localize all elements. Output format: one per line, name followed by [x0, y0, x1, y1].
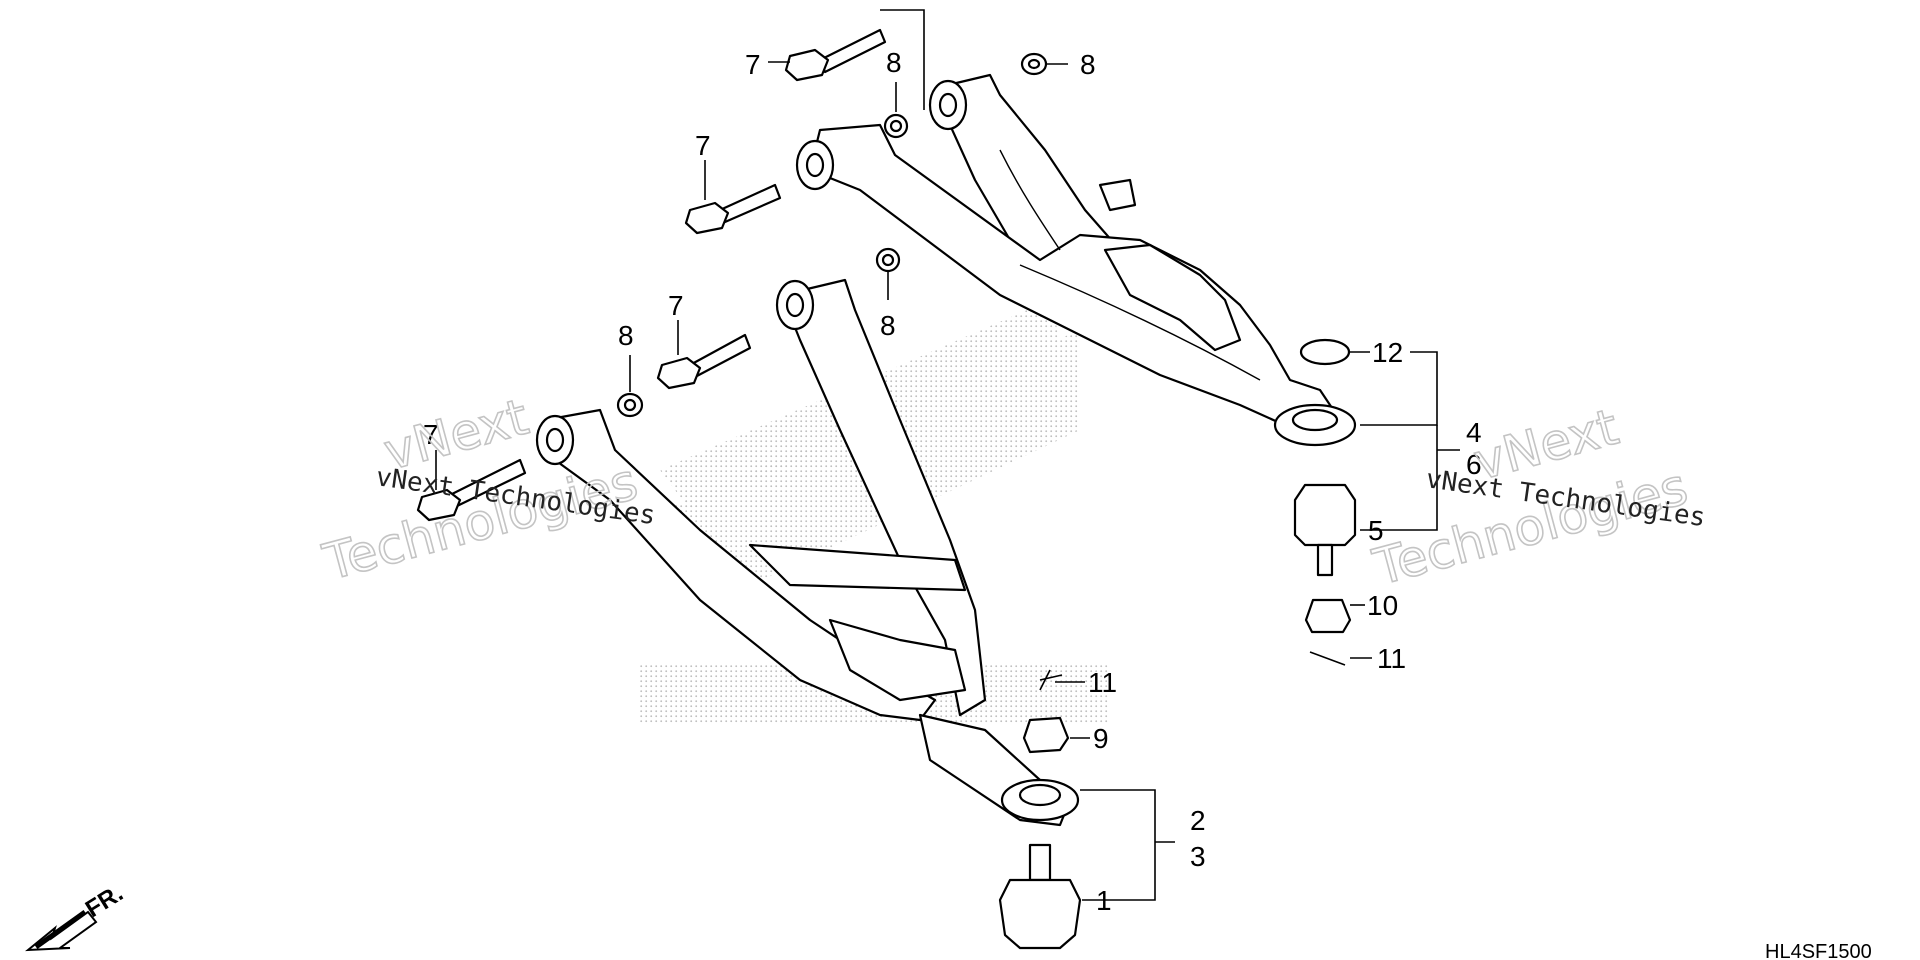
- nuts: [616, 52, 1048, 418]
- callout-7-lower-rear-bolt: 7: [423, 419, 439, 450]
- callout-8-upper-rear-nut: 8: [1080, 49, 1096, 80]
- callout-11-lower-cotter-pin: 11: [1088, 667, 1117, 698]
- watermark-left: vNext Technologies vNext Technologies: [316, 387, 657, 593]
- lower-front-bolt: [656, 333, 752, 390]
- diagram-code: HL4SF1500: [1765, 941, 1872, 960]
- callout-10-castle-nut: 10: [1367, 590, 1398, 621]
- lower-castle-nut: [1022, 716, 1070, 754]
- upper-castle-nut: [1304, 598, 1352, 634]
- lower-ball-joint: [998, 843, 1082, 950]
- callout-8-upper-front-nut: 8: [880, 310, 896, 341]
- callout-12-snap-ring: 12: [1372, 337, 1403, 368]
- upper-rear-bolt: [784, 28, 887, 82]
- lower-rear-bolt: [416, 458, 527, 522]
- upper-ball-joint: [1293, 483, 1357, 577]
- leader-lines: [435, 9, 1460, 901]
- snap-ring: [1299, 338, 1351, 366]
- upper-front-bolt: [684, 183, 782, 235]
- callout-8-upper-rear-washer: 8: [886, 47, 902, 78]
- callout-9-castle-nut: 9: [1093, 723, 1109, 754]
- callout-7-upper-front-bolt: 7: [695, 130, 711, 161]
- upper-cotter-pin: [1309, 651, 1346, 666]
- callout-2-lower-arm: 2: [1190, 805, 1206, 836]
- front-direction-arrow: FR.: [25, 880, 128, 952]
- lower-cotter-pin: [1039, 669, 1063, 691]
- callout-1-lower-ball-joint: 1: [1096, 885, 1112, 916]
- upper-arm: [795, 73, 1357, 447]
- callout-11-upper-cotter-pin: 11: [1377, 643, 1406, 674]
- callout-5-upper-ball-joint: 5: [1368, 515, 1384, 546]
- callouts: 7 8 8 7 8 7 8 7 12 4 6 5 10 11 11 9 2 3 …: [423, 47, 1482, 916]
- callout-7-lower-front-bolt: 7: [668, 290, 684, 321]
- callout-3-lower-arm: 3: [1190, 841, 1206, 872]
- callout-4-upper-arm: 4: [1466, 417, 1482, 448]
- watermark-right: vNext Technologies vNext Technologies: [1366, 397, 1707, 598]
- callout-7-upper-rear-bolt: 7: [745, 49, 761, 80]
- callout-8-lower-front-nut: 8: [618, 320, 634, 351]
- callout-6-upper-arm: 6: [1466, 449, 1482, 480]
- lower-arm: [535, 278, 1080, 827]
